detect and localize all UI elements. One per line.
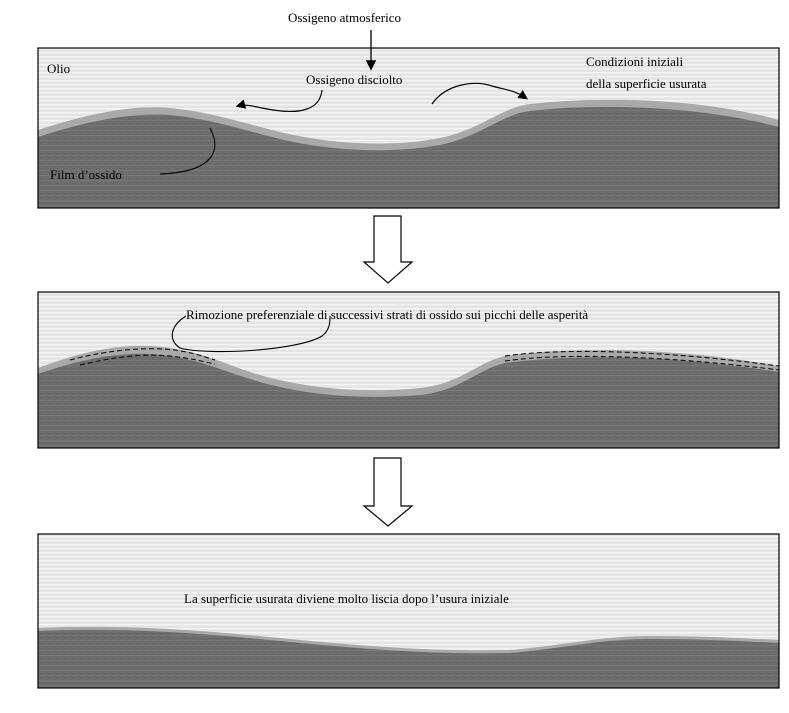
removed-oxide-layers [69,348,780,371]
label-superficie-liscia: La superficie usurata diviene molto lisc… [184,591,509,606]
removal-leader [171,315,331,353]
label-condizioni-iniziali: Condizioni iniziali [586,54,684,69]
label-olio: Olio [47,61,70,76]
dissolved-oxygen-arrow-right [431,82,528,105]
label-ossigeno-disciolto: Ossigeno disciolto [306,72,402,87]
panel-frame [37,533,780,689]
panel-initial-conditions: Ossigeno atmosferico Olio Ossigeno disci… [37,10,780,209]
transition-arrow-2 [362,457,414,527]
panel-oxide-removal: Rimozione preferenziale di successivi st… [37,291,780,449]
metal-substrate [38,106,779,208]
label-film-ossido: Film d’ossido [50,167,122,182]
panel-smooth-surface: La superficie usurata diviene molto lisc… [37,533,780,689]
dissolved-oxygen-arrow-left [235,89,323,112]
transition-arrow-1 [362,215,414,284]
panel-frame [37,47,780,209]
label-ossigeno-atmosferico: Ossigeno atmosferico [288,10,401,25]
panel-frame [37,291,780,449]
metal-substrate [38,353,779,448]
oxide-film-leader [159,127,216,175]
label-rimozione: Rimozione preferenziale di successivi st… [186,307,588,322]
metal-substrate [38,629,779,688]
label-superficie-usurata: della superficie usurata [586,76,707,91]
